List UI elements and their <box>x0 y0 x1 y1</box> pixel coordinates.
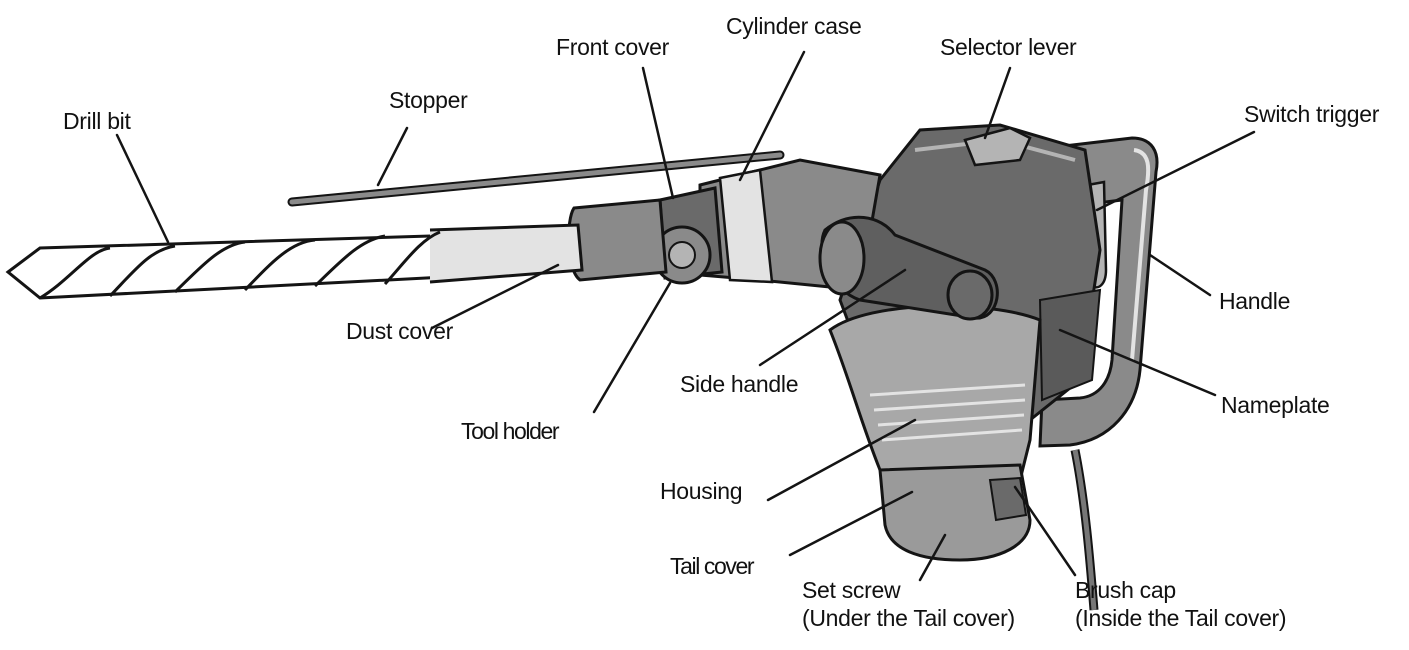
drill-bit-shape <box>8 225 582 298</box>
label-handle: Handle <box>1219 288 1290 315</box>
label-brush-cap: Brush cap <box>1075 577 1176 604</box>
nameplate-shape <box>1040 290 1100 400</box>
label-nameplate: Nameplate <box>1221 392 1330 419</box>
label-brush-cap-note: (Inside the Tail cover) <box>1075 605 1286 632</box>
label-set-screw-note: (Under the Tail cover) <box>802 605 1015 632</box>
leader-handle <box>1150 255 1210 295</box>
leader-front-cover <box>643 68 673 198</box>
label-front-cover: Front cover <box>556 34 669 61</box>
label-tool-holder: Tool holder <box>461 418 558 445</box>
leader-drill-bit <box>117 135 168 242</box>
label-cylinder-case: Cylinder case <box>726 13 861 40</box>
label-set-screw: Set screw <box>802 577 900 604</box>
label-housing: Housing <box>660 478 742 505</box>
label-switch-trigger: Switch trigger <box>1244 101 1379 128</box>
leader-stopper <box>378 128 407 185</box>
leader-tool-holder <box>594 283 670 412</box>
brush-cap-shape <box>990 478 1026 520</box>
label-selector-lever: Selector lever <box>940 34 1076 61</box>
label-dust-cover: Dust cover <box>346 318 453 345</box>
label-side-handle: Side handle <box>680 371 798 398</box>
label-drill-bit: Drill bit <box>63 108 131 135</box>
label-tail-cover: Tail cover <box>670 553 753 580</box>
label-stopper: Stopper <box>389 87 467 114</box>
